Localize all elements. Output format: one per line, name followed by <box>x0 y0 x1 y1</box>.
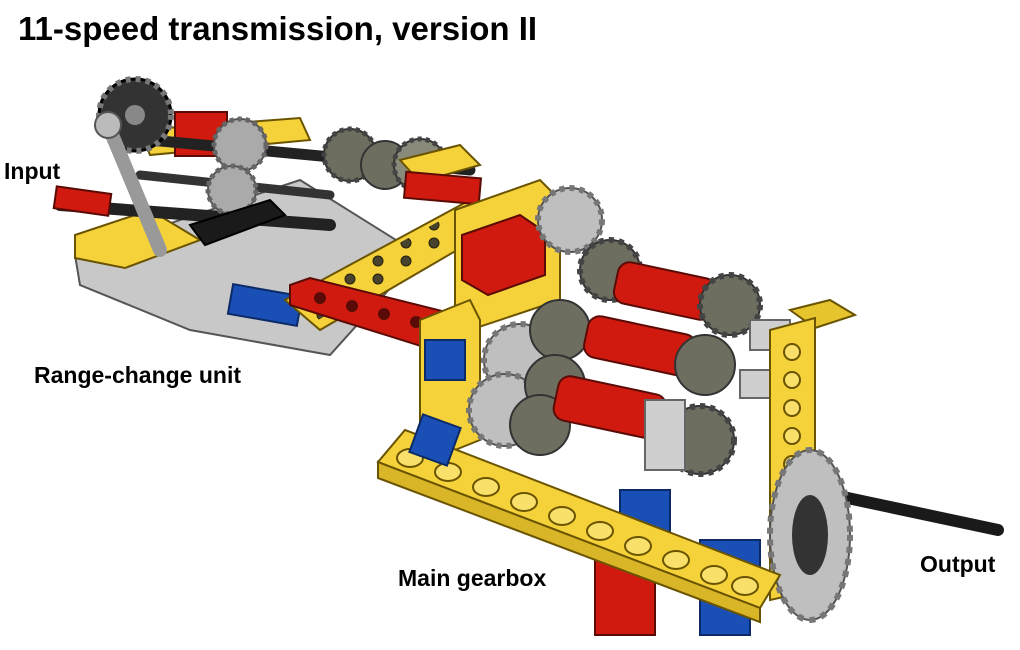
red-brick <box>594 559 656 636</box>
label-main-gearbox: Main gearbox <box>398 565 547 591</box>
label-input: Input <box>4 158 61 184</box>
gear-lever <box>101 118 167 257</box>
main-gearbox <box>376 178 1004 636</box>
gray-bushing <box>644 399 686 471</box>
red-connector <box>402 170 483 206</box>
dark-gear <box>529 299 591 361</box>
range-change-unit <box>52 76 502 357</box>
dark-gear <box>674 334 736 396</box>
label-output: Output <box>920 551 996 577</box>
label-range-change-unit: Range-change unit <box>34 362 242 388</box>
input-red-connector <box>52 185 113 217</box>
black-liftarm <box>188 198 287 247</box>
gray-gear <box>213 118 267 172</box>
red-brick <box>461 213 546 297</box>
page-title: 11-speed transmission, version II <box>18 10 538 47</box>
